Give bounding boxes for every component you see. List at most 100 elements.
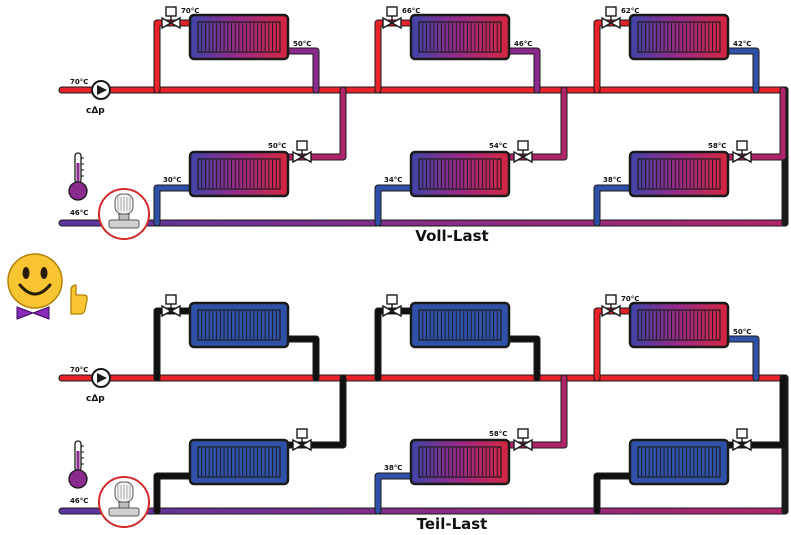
smiley-thumbs-up [7,253,88,320]
bottom-row1-radiator-1 [409,301,511,349]
bottom-row1-flow-1 [375,308,414,381]
smiley-thumbs-up-face [7,253,63,309]
bottom-row2-radiator-2-panel [637,446,721,478]
top-row2-return-1-outline [374,184,415,227]
bottom-row2-valve-1 [513,428,533,452]
top-row1-radiator-1 [409,13,511,61]
bottom-thermometer-mercury [76,451,80,473]
top-row2-radiator-2-panel [637,158,721,190]
top-thermostatic-valve-body [108,219,140,229]
top-row2-return-1 [375,185,414,226]
top-row1-valve-1-head [386,6,398,17]
top-row2-in-temp-2: 58°C [708,142,726,150]
bottom-return-temp: 46°C [70,497,88,505]
bottom-row1-out-temp-2: 50°C [733,328,751,336]
top-row2-flow-0-outline [284,86,347,161]
bottom-thermometer [68,440,88,489]
bottom-row1-return-1 [506,336,540,381]
top-title: Voll-Last [415,227,488,245]
top-row2-valve-1 [513,140,533,164]
top-thermometer-bulb [68,181,88,201]
bottom-row1-return-0 [285,336,319,381]
top-row1-return-2-outline [724,47,760,94]
top-row2-radiator-0 [188,150,290,198]
top-row2-valve-1-head [517,140,529,151]
top-row2-valve-2-head [736,140,748,151]
smiley-thumbs-up-eye-right [40,267,48,279]
bottom-thermostatic-valve-neck [118,501,130,509]
bottom-row2-radiator-1-panel [418,446,502,478]
top-row1-return-1-outline [505,47,541,94]
bottom-row1-in-temp-2: 70°C [621,295,639,303]
top-pump-label: cΔp [86,106,105,116]
top-row1-return-0 [285,48,319,93]
top-row2-valve-2-body [732,150,752,164]
top-row2-return-0-outline [153,184,194,227]
bottom-row2-return-0 [154,473,193,514]
bottom-pump [91,368,111,388]
bottom-supply-temp: 70°C [70,366,88,374]
top-pump [91,80,111,100]
top-row2-return-2 [594,185,633,226]
bottom-row2-in-temp-1: 58°C [489,430,507,438]
bottom-row1-valve-1-head [386,294,398,305]
bottom-row2-flow-0-outline [284,374,347,449]
top-row1-valve-1 [382,6,402,30]
top-row1-flow-1 [375,20,414,93]
bottom-row2-return-1-outline [374,472,415,515]
bottom-row1-valve-1-body [382,304,402,318]
bottom-row2-radiator-1 [409,438,511,486]
top-row1-return-2 [725,48,759,93]
bottom-row2-valve-0 [292,428,312,452]
bottom-row2-flow-0 [285,375,346,448]
top-row1-valve-2-body [601,16,621,30]
top-row2-flow-2 [725,87,786,160]
top-row2-flow-0 [285,87,346,160]
bottom-row1-flow-2 [594,308,633,381]
top-row2-radiator-0-panel [197,158,281,190]
bottom-row1-return-0-outline [284,335,320,382]
top-row1-radiator-2 [628,13,730,61]
top-row1-flow-0-outline [153,19,194,94]
top-row2-valve-2 [732,140,752,164]
top-row2-radiator-2 [628,150,730,198]
top-row1-valve-2-head [605,6,617,17]
bottom-row2-valve-2-head [736,428,748,439]
top-row2-flow-2-outline [724,86,787,161]
bottom-row1-radiator-0-panel [197,309,281,341]
top-row1-valve-2 [601,6,621,30]
top-row1-flow-0 [154,20,193,93]
bottom-row2-out-temp-1: 38°C [384,464,402,472]
bottom-row1-return-2 [725,336,759,381]
top-thermometer-mercury [76,163,80,185]
bottom-row2-return-0-outline [153,472,194,515]
bottom-row2-flow-2-outline [724,374,787,449]
bottom-row2-valve-2 [732,428,752,452]
bottom-row2-radiator-0-panel [197,446,281,478]
bottom-thermostatic-valve-body [108,507,140,517]
bottom-row1-radiator-1-panel [418,309,502,341]
top-row2-radiator-1-panel [418,158,502,190]
top-row1-return-1 [506,48,540,93]
top-row2-out-temp-0: 30°C [163,176,181,184]
smiley-thumbs-up-mouth [18,283,52,296]
bottom-row1-return-2-outline [724,335,760,382]
bottom-row1-flow-0-outline [153,307,194,382]
bottom-pump-label: cΔp [86,394,105,404]
bottom-row2-valve-1-body [513,438,533,452]
top-return-temp: 46°C [70,209,88,217]
bottom-row2-radiator-2 [628,438,730,486]
bottom-row2-valve-2-body [732,438,752,452]
bottom-thermostatic-valve [98,476,150,528]
top-row1-in-temp-0: 70°C [181,7,199,15]
bottom-row1-valve-0-head [165,294,177,305]
top-row1-flow-2 [594,20,633,93]
bottom-row2-valve-0-body [292,438,312,452]
top-row1-valve-0 [161,6,181,30]
top-row1-flow-2-outline [593,19,634,94]
top-row1-flow-1-outline [374,19,415,94]
top-row2-valve-0-head [296,140,308,151]
top-row1-out-temp-2: 42°C [733,40,751,48]
